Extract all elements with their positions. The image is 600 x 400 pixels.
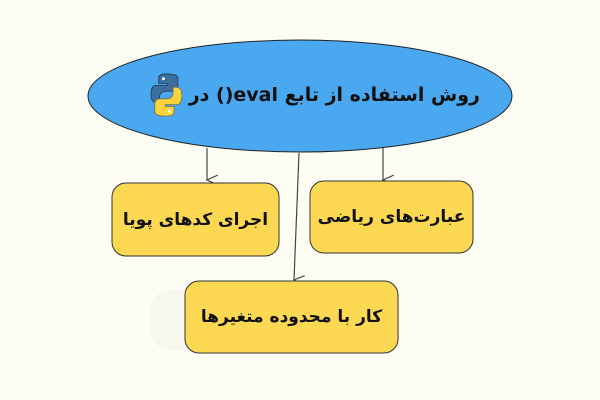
variable-scope-label: کار با محدوده متغیرها bbox=[200, 307, 383, 327]
node-variable-scope bbox=[184, 280, 399, 354]
edge-root-to-scope bbox=[294, 152, 299, 280]
root-node bbox=[87, 39, 513, 153]
node-dynamic-code bbox=[111, 182, 280, 257]
root-label: روش استفاده از تابع eval() در bbox=[150, 70, 480, 120]
root-text: روش استفاده از تابع eval() در bbox=[188, 84, 480, 106]
dynamic-code-label: اجرای کدهای پویا bbox=[122, 209, 269, 230]
python-logo-icon bbox=[150, 73, 183, 117]
node-math-expressions bbox=[309, 180, 474, 254]
math-expressions-label: عبارت‌های ریاضی bbox=[317, 207, 466, 227]
